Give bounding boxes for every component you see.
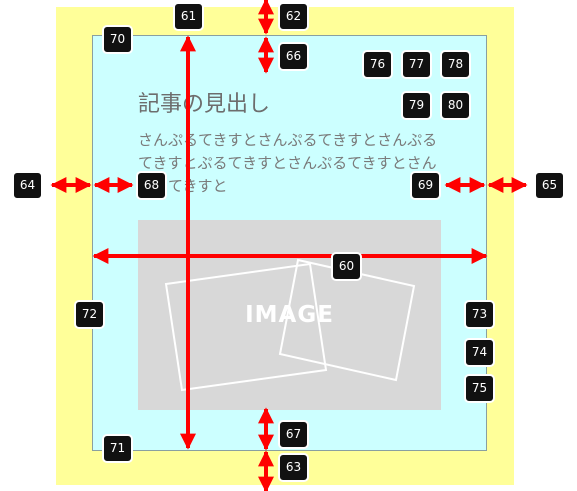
badge-76: 76 [362,50,393,79]
badge-68: 68 [136,171,167,200]
badge-77: 77 [401,50,432,79]
badge-79: 79 [401,91,432,120]
badge-60: 60 [331,252,362,281]
badge-61: 61 [173,2,204,31]
badge-71: 71 [102,434,133,463]
badge-66: 66 [278,42,309,71]
article-heading: 記事の見出し [138,92,271,117]
badge-67: 67 [278,420,309,449]
image-label: IMAGE [245,302,334,328]
badge-70: 70 [102,25,133,54]
badge-75: 75 [464,374,495,403]
badge-63: 63 [278,453,309,482]
badge-64: 64 [12,171,43,200]
badge-74: 74 [464,338,495,367]
badge-62: 62 [278,2,309,31]
badge-73: 73 [464,300,495,329]
badge-65: 65 [534,171,565,200]
photo-frames-icon [164,258,416,392]
badge-69: 69 [410,171,441,200]
badge-72: 72 [74,300,105,329]
badge-80: 80 [440,91,471,120]
badge-78: 78 [440,50,471,79]
